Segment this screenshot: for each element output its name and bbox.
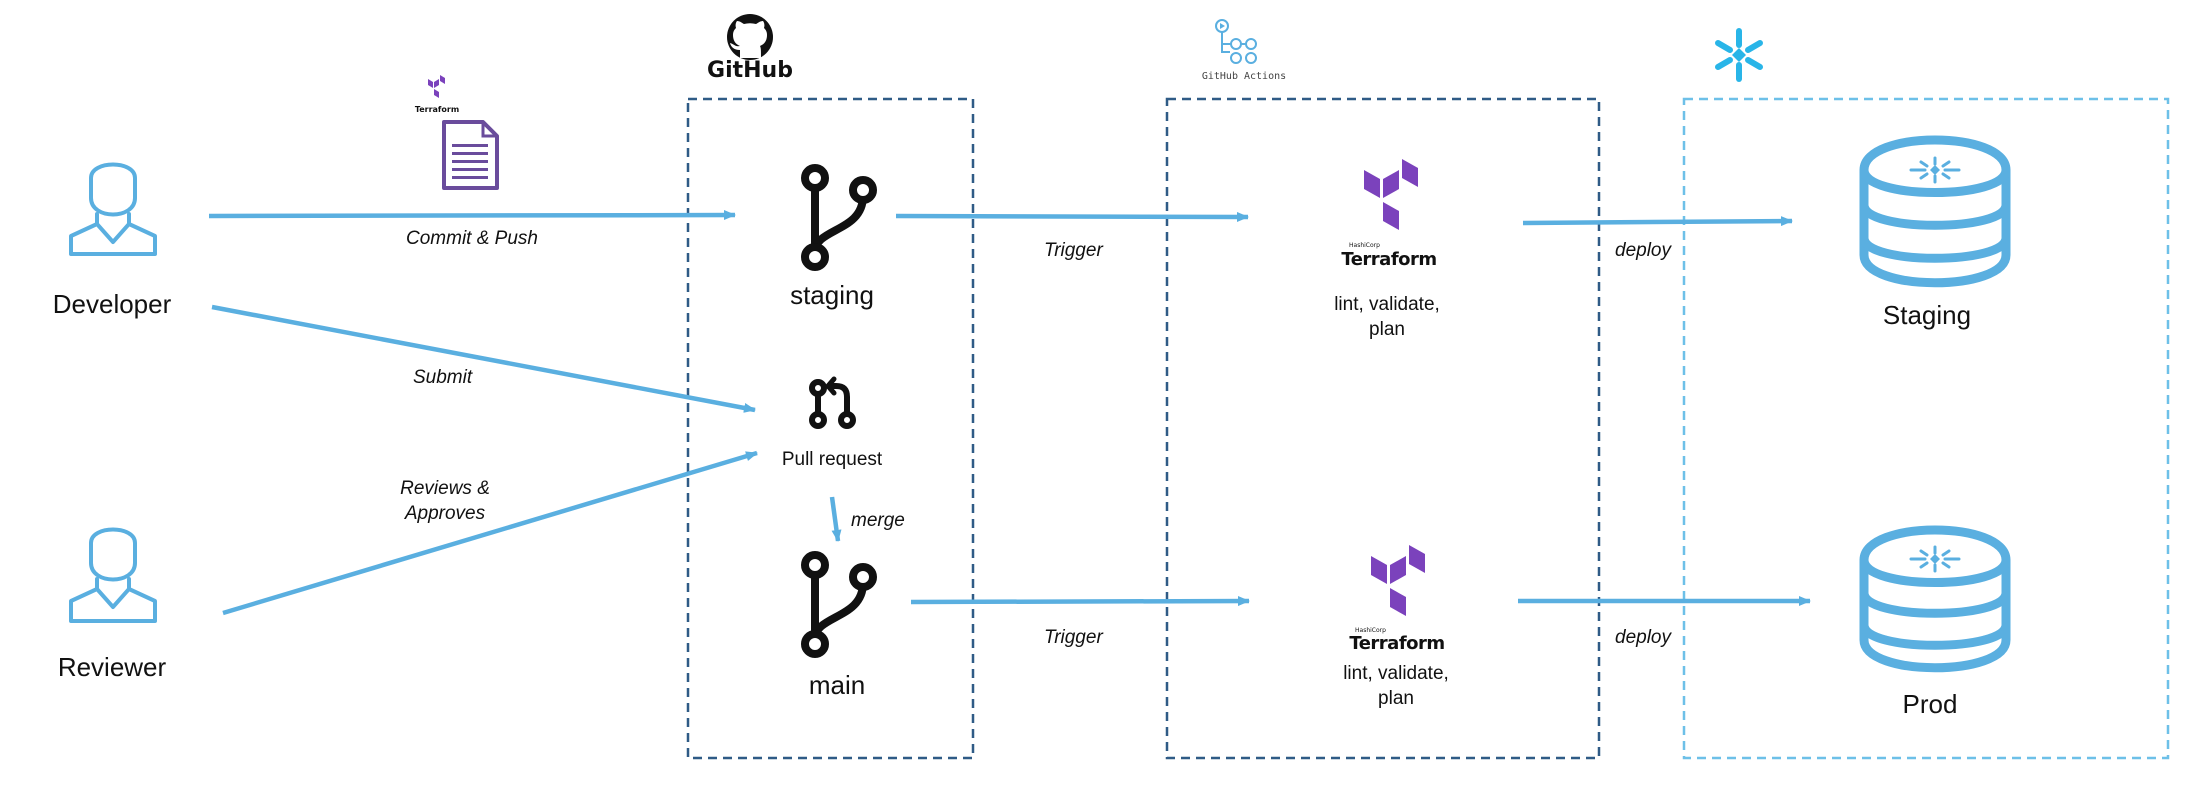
submit-arrow [211,304,756,413]
staging-action-steps: lint, validate, plan [1334,294,1440,340]
main-trigger-arrow [910,596,1250,607]
terraform-wordmark-staging: Terraform [1341,249,1437,270]
snowflake-logo-icon [1715,28,1763,82]
terraform-logo-icon-staging [1364,159,1418,230]
terraform-logo-icon-main [1371,545,1425,616]
github-actions-container [1165,97,1601,760]
staging-db-snowflake-icon [1909,156,1961,184]
staging-db-label: Staging [1882,300,1972,330]
developer-label: Developer [52,289,172,319]
staging-trigger-arrow [895,211,1249,222]
pull-request-label: Pull request [781,449,883,470]
terraform-small-wordmark: Terraform [414,105,460,114]
snowflake-container [1682,97,2170,760]
merge-label: merge [851,510,905,531]
github-actions-logo-icon [1215,19,1257,64]
pull-request-icon [809,376,856,429]
github-container [686,97,975,760]
submit-label: Submit [413,367,473,388]
staging-branch-icon [801,164,877,271]
main-action-steps: lint, validate, plan [1343,663,1449,709]
staging-branch-label: staging [790,280,874,310]
staging-deploy-label: deploy [1615,240,1671,261]
staging-trigger-label: Trigger [1044,240,1103,261]
reviews-approves-arrow [222,450,758,616]
commit-push-arrow [208,210,736,221]
main-branch-icon [801,551,877,658]
terraform-small-logo-icon [428,75,445,98]
prod-database-icon [1859,525,2011,673]
developer-icon [69,162,157,256]
merge-arrow [829,496,842,542]
main-branch-label: main [808,670,866,700]
github-actions-wordmark: GitHub Actions [1201,71,1287,82]
hashicorp-wordmark-staging: HashiCorp [1349,242,1380,249]
reviewer-label: Reviewer [57,652,167,682]
terraform-wordmark-main: Terraform [1349,633,1445,654]
document-icon [442,120,499,190]
prod-deploy-label: deploy [1615,627,1671,648]
main-trigger-label: Trigger [1044,627,1103,648]
hashicorp-wordmark-main: HashiCorp [1355,627,1386,634]
github-wordmark: GitHub [707,58,793,83]
prod-db-snowflake-icon [1909,545,1961,573]
prod-db-label: Prod [1902,689,1958,719]
reviewer-icon [69,527,157,623]
commit-push-label: Commit & Push [406,228,538,249]
reviews-approves-label: Reviews & Approves [400,478,490,524]
staging-deploy-arrow [1522,216,1793,227]
github-logo-icon [727,14,773,60]
staging-database-icon [1859,135,2011,288]
